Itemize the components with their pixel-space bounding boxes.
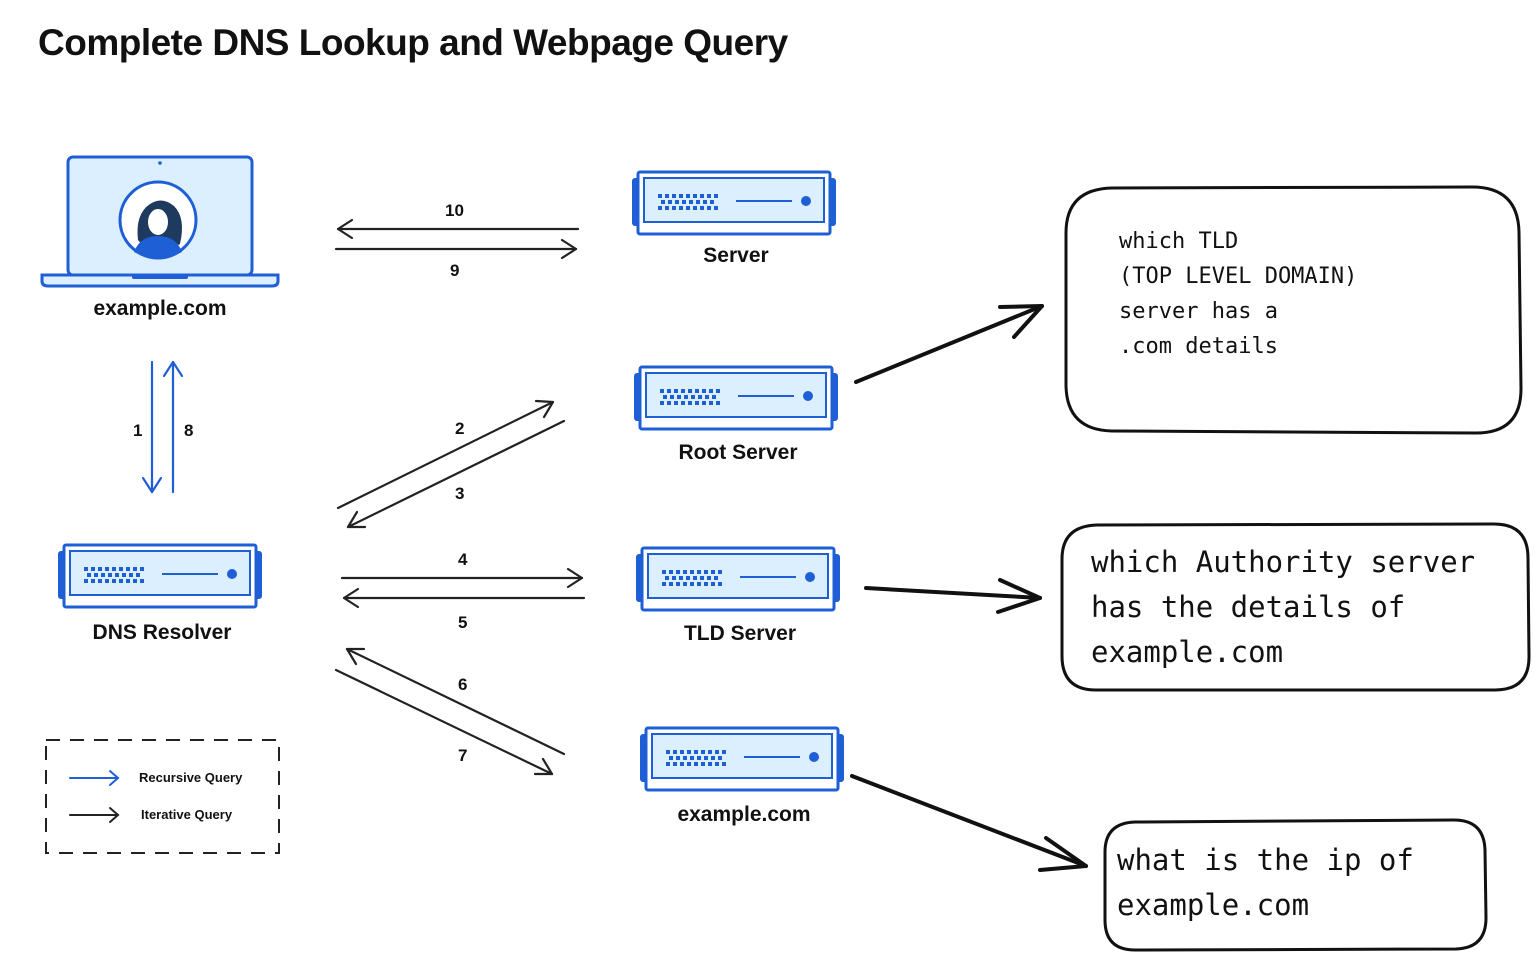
legend-recursive-arrow	[69, 770, 120, 786]
arrow-step-2	[336, 399, 555, 510]
authoritative-server-label: example.com	[677, 803, 811, 826]
step-10-label: 10	[445, 201, 464, 220]
arrow-step-3	[346, 419, 566, 529]
step-1-label: 1	[133, 421, 143, 440]
laptop-icon	[40, 155, 280, 288]
arrow-step-4	[340, 567, 584, 589]
dns-resolver-icon	[56, 543, 264, 609]
arrow-step-1	[141, 360, 163, 494]
step-7-label: 7	[458, 746, 468, 765]
server-label: Server	[703, 244, 769, 267]
root-note-pointer	[854, 304, 1044, 384]
legend-iterative-arrow	[69, 807, 120, 823]
tld-server-label: TLD Server	[683, 622, 797, 645]
arrow-step-9	[334, 238, 578, 260]
tld-note-pointer	[864, 578, 1042, 614]
arrow-step-6	[345, 647, 566, 756]
step-4-label: 4	[458, 550, 468, 569]
root-server-icon	[632, 365, 840, 431]
arrow-step-5	[342, 587, 586, 609]
legend-box	[45, 739, 280, 854]
auth-note-text: what is the ip of example.com	[1117, 843, 1414, 922]
arrow-step-7	[334, 668, 554, 776]
root-server-label: Root Server	[678, 441, 798, 464]
arrow-step-10	[336, 218, 580, 240]
tld-server-icon	[634, 546, 842, 612]
step-2-label: 2	[455, 419, 465, 438]
auth-note-box	[1103, 818, 1488, 952]
legend-recursive-label: Recursive Query	[139, 770, 243, 785]
tld-note-box	[1060, 522, 1531, 692]
root-note-box	[1064, 185, 1523, 435]
step-6-label: 6	[458, 675, 468, 694]
tld-note-text: which Authority server has the details o…	[1091, 545, 1476, 669]
dns-resolver-label: DNS Resolver	[92, 621, 232, 644]
step-8-label: 8	[184, 421, 194, 440]
client-label: example.com	[93, 297, 227, 320]
legend-iterative-label: Iterative Query	[141, 807, 233, 822]
authoritative-server-icon	[638, 726, 846, 792]
root-note-text: which TLD (TOP LEVEL DOMAIN) server has …	[1119, 229, 1358, 359]
step-3-label: 3	[455, 484, 465, 503]
arrow-step-8	[162, 360, 184, 494]
auth-note-pointer	[850, 774, 1088, 872]
step-9-label: 9	[450, 261, 460, 280]
step-5-label: 5	[458, 613, 468, 632]
server-icon	[630, 170, 838, 236]
diagram-title: Complete DNS Lookup and Webpage Query	[38, 22, 788, 63]
